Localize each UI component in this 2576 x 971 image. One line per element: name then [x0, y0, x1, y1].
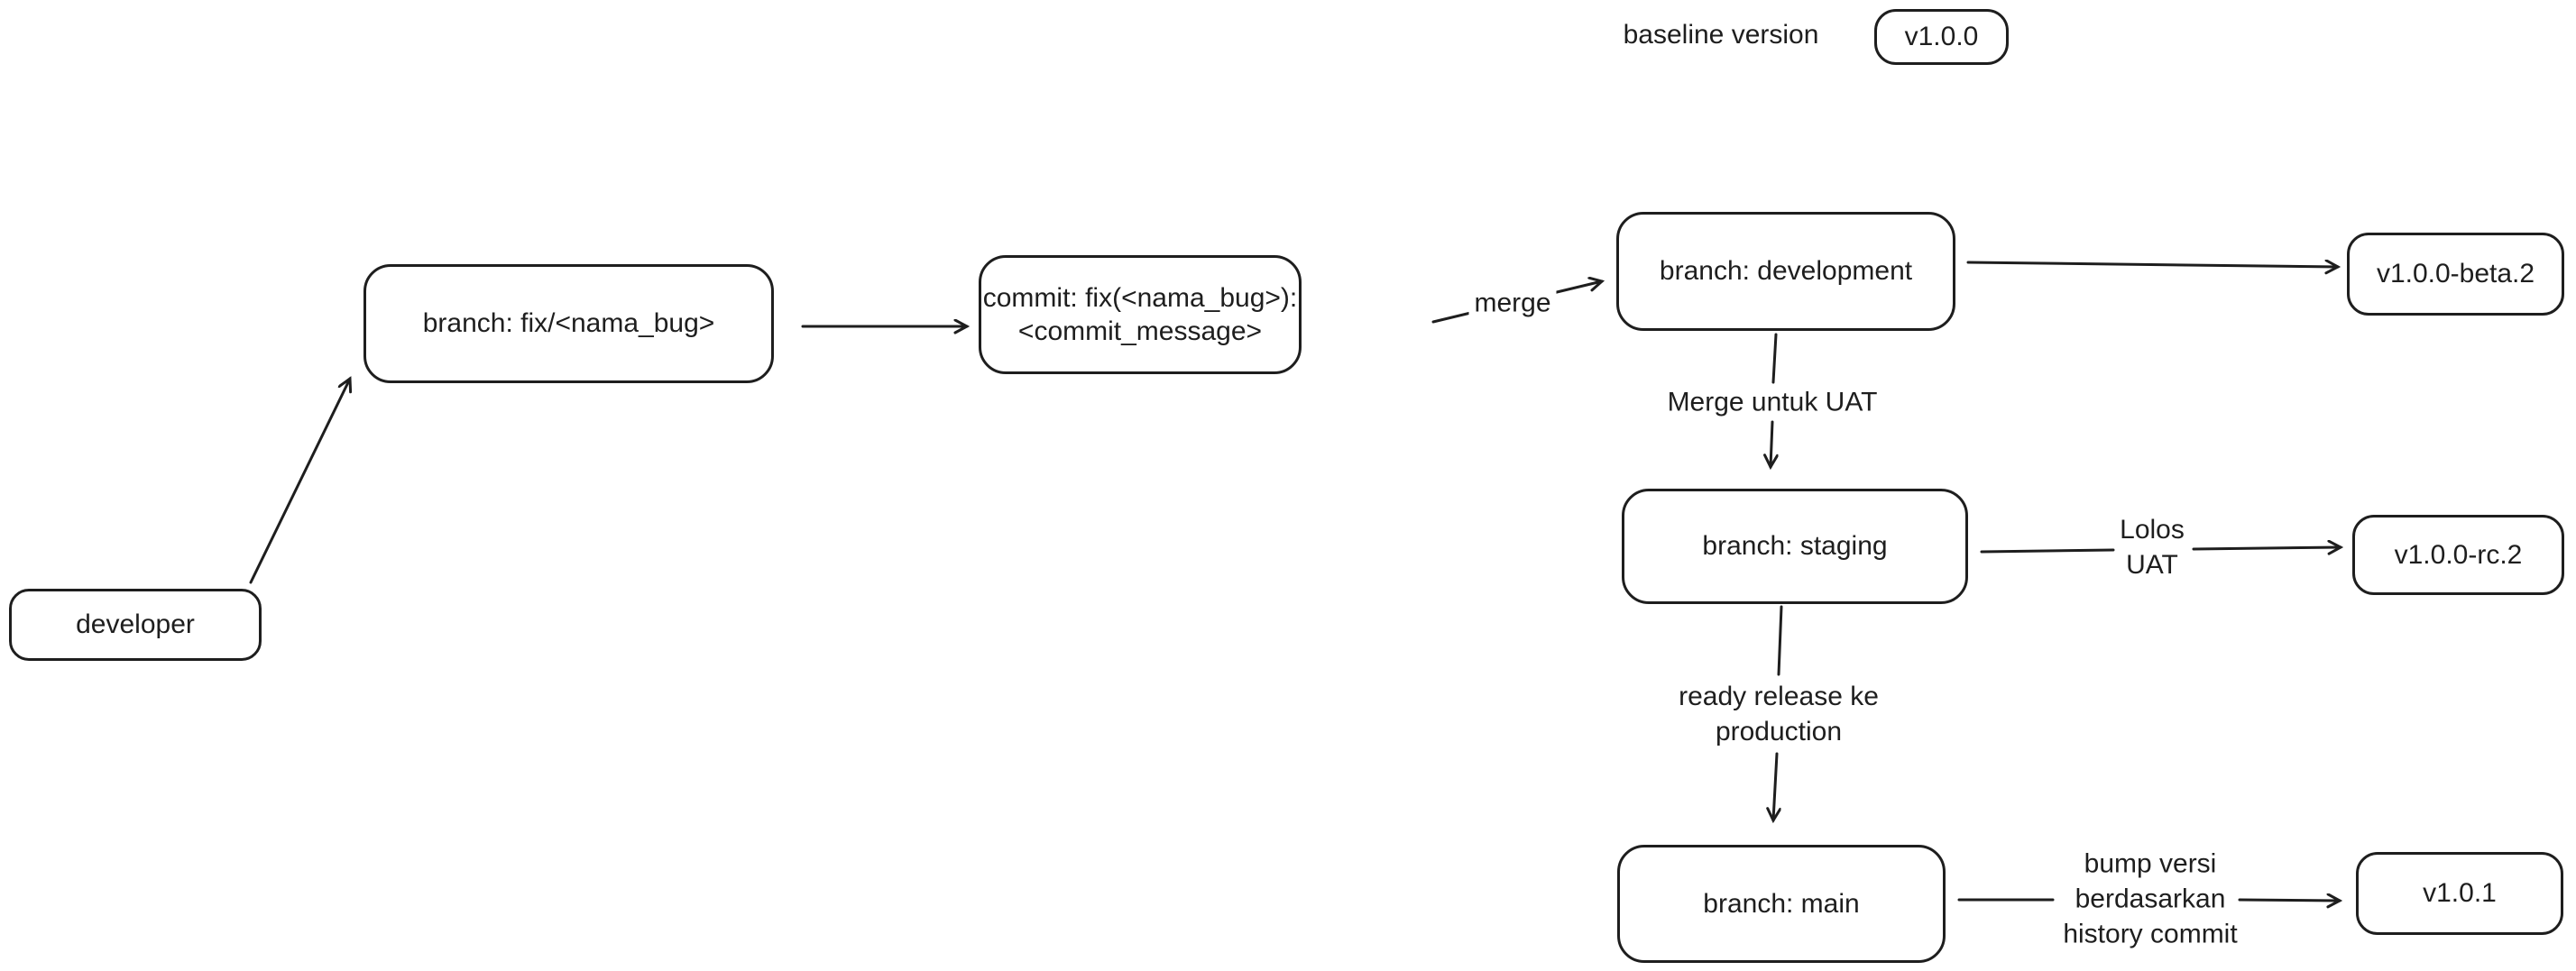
- arrow-staging-to-main-bottom: [1773, 752, 1777, 820]
- node-commit: commit: fix(<nama_bug>): <commit_message…: [979, 255, 1302, 374]
- arrow-development-to-staging-top: [1771, 333, 1778, 384]
- arrow-development-to-staging-bottom: [1771, 420, 1772, 467]
- node-version-rc-text: v1.0.0-rc.2: [2394, 539, 2523, 570]
- node-development-text: branch: development: [1659, 256, 1913, 287]
- node-version-release: v1.0.1: [2356, 852, 2563, 935]
- arrow-staging-to-rc-left: [1980, 548, 2115, 554]
- edge-label-bump-versi: bump versi berdasarkan history commit: [2063, 847, 2237, 952]
- node-fix-branch: branch: fix/<nama_bug>: [363, 264, 774, 383]
- edge-label-ready-release-line2: production: [1715, 717, 1843, 747]
- arrow-developer-to-fix-branch: [249, 379, 350, 584]
- node-commit-line1: commit: fix(<nama_bug>):: [982, 282, 1298, 313]
- node-fix-branch-text: branch: fix/<nama_bug>: [422, 308, 715, 339]
- node-staging-text: branch: staging: [1702, 531, 1888, 562]
- edge-label-lolos-uat-line2: UAT: [2126, 550, 2178, 580]
- edge-label-merge-uat: Merge untuk UAT: [1667, 387, 1878, 417]
- node-version-release-text: v1.0.1: [2423, 878, 2497, 909]
- node-version-beta: v1.0.0-beta.2: [2347, 233, 2564, 316]
- node-developer-text: developer: [76, 609, 195, 640]
- edge-label-bump-versi-line3: history commit: [2063, 919, 2238, 949]
- baseline-version-label: baseline version: [1623, 20, 1819, 50]
- node-version-rc: v1.0.0-rc.2: [2352, 515, 2564, 595]
- arrow-staging-to-main-top: [1777, 605, 1783, 676]
- node-version-baseline-text: v1.0.0: [1904, 22, 1979, 52]
- node-development: branch: development: [1616, 212, 1955, 331]
- edge-label-bump-versi-line1: bump versi: [2084, 848, 2217, 879]
- edge-label-lolos-uat-line1: Lolos: [2120, 515, 2185, 545]
- node-main-text: branch: main: [1703, 888, 1860, 919]
- node-developer: developer: [9, 589, 262, 661]
- edge-label-merge: merge: [1468, 285, 1557, 321]
- edge-label-lolos-uat: Lolos UAT: [2120, 512, 2185, 582]
- arrow-staging-to-rc-right: [2192, 547, 2341, 549]
- node-main: branch: main: [1617, 845, 1946, 963]
- arrow-development-to-beta: [1966, 262, 2338, 267]
- edge-label-ready-release-line1: ready release ke: [1679, 682, 1879, 711]
- node-staging: branch: staging: [1622, 489, 1968, 604]
- node-commit-text: commit: fix(<nama_bug>): <commit_message…: [983, 281, 1297, 349]
- edge-label-bump-versi-line2: berdasarkan: [2075, 884, 2226, 914]
- edge-label-ready-release: ready release ke production: [1679, 679, 1879, 749]
- node-version-baseline: v1.0.0: [1874, 9, 2009, 65]
- arrow-main-to-release-right: [2238, 900, 2340, 901]
- node-version-beta-text: v1.0.0-beta.2: [2376, 259, 2535, 289]
- node-commit-line2: <commit_message>: [1017, 316, 1263, 346]
